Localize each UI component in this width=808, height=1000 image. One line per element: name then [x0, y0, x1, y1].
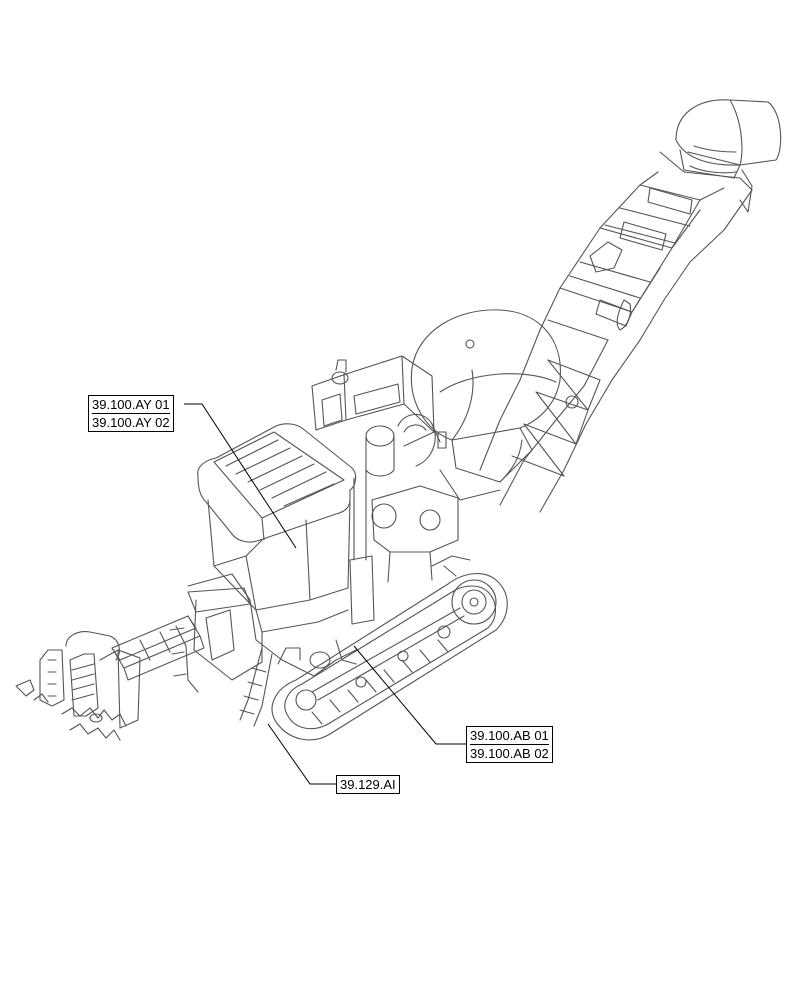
callout-ab-01-label: 39.100.AB 01 — [470, 728, 549, 743]
engine-dome — [410, 309, 561, 501]
leader-line-ay — [184, 403, 297, 549]
callout-ay-02-label: 39.100.AY 02 — [92, 413, 170, 430]
crawler-track — [271, 555, 508, 741]
elevator-hood — [675, 99, 782, 179]
callout-ab-02-label: 39.100.AB 02 — [470, 744, 549, 761]
basecutter-arm — [111, 587, 251, 681]
callout-39-100-ab[interactable]: 39.100.AB 01 39.100.AB 02 — [466, 726, 553, 763]
callout-ai-label: 39.129.AI — [340, 777, 396, 792]
elevator-boom — [479, 151, 753, 513]
callout-ay-01-label: 39.100.AY 01 — [92, 397, 170, 412]
leader-lines — [184, 403, 466, 785]
leader-line-ab — [353, 645, 466, 745]
leader-line-ai — [267, 723, 336, 785]
callout-39-100-ay[interactable]: 39.100.AY 01 39.100.AY 02 — [88, 395, 174, 432]
cab-body — [311, 355, 459, 625]
crop-divider — [15, 631, 141, 741]
callout-39-129-ai[interactable]: 39.129.AI — [336, 775, 400, 794]
hopper — [197, 423, 357, 633]
